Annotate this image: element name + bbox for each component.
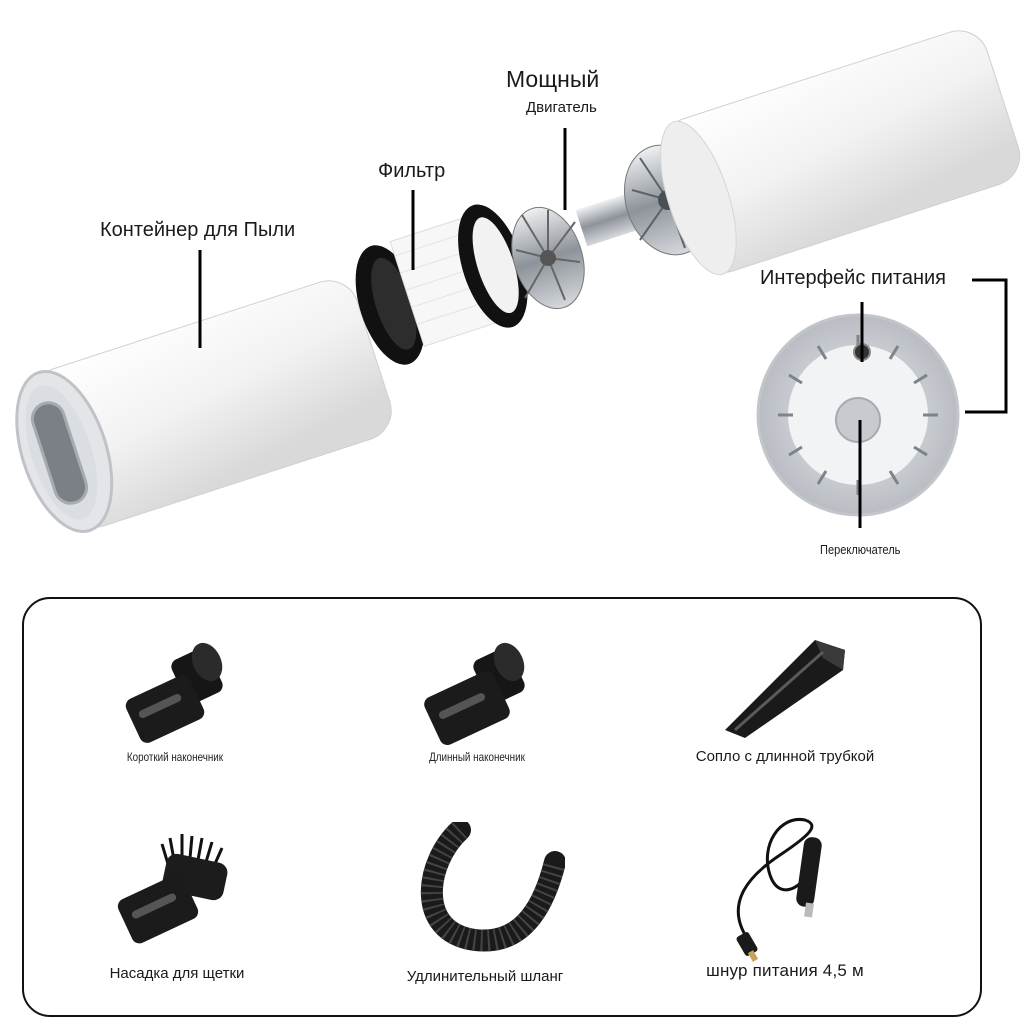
accessory-extension-hose: Удлинительный шланг [335, 822, 635, 985]
long-nozzle-icon [424, 642, 525, 745]
filter-element [389, 204, 528, 347]
switch-label: Переключатель [820, 542, 901, 557]
power-end-cap [756, 313, 960, 517]
dust-container [15, 280, 392, 533]
accessories-panel [22, 597, 982, 1017]
accessory-power-cord: шнур питания 4,5 м [635, 815, 935, 981]
brush-attachment-label: Насадка для щетки [109, 965, 245, 982]
extension-hose-label: Удлинительный шланг [406, 968, 564, 985]
accessory-crevice-nozzle: Сопло с длинной трубкой [635, 620, 935, 765]
crevice-nozzle-icon [725, 640, 845, 738]
brush-attachment-icon [117, 834, 228, 944]
exploded-view-diagram [15, 30, 1021, 533]
short-nozzle-label: Короткий наконечник [126, 750, 224, 764]
short-nozzle-icon [125, 642, 223, 743]
accessory-brush-attachment: Насадка для щетки [27, 830, 327, 982]
power-cord-label: шнур питания 4,5 м [706, 961, 864, 980]
main-body [660, 30, 1021, 276]
accessory-long-nozzle: Длинный наконечник [327, 640, 627, 764]
power-cord-icon [736, 818, 822, 962]
motor-title-label: Мощный [506, 66, 600, 92]
accessory-short-nozzle: Короткий наконечник [25, 640, 325, 764]
crevice-nozzle-label: Сопло с длинной трубкой [695, 748, 875, 765]
leader-lines [198, 128, 1008, 528]
filter-label: Фильтр [378, 160, 446, 182]
motor-subtitle-label: Двигатель [526, 99, 597, 116]
power-interface-label: Интерфейс питания [760, 267, 947, 289]
extension-hose-icon [420, 822, 565, 952]
dust-container-label: Контейнер для Пыли [100, 219, 296, 241]
long-nozzle-label: Длинный наконечник [429, 750, 525, 764]
